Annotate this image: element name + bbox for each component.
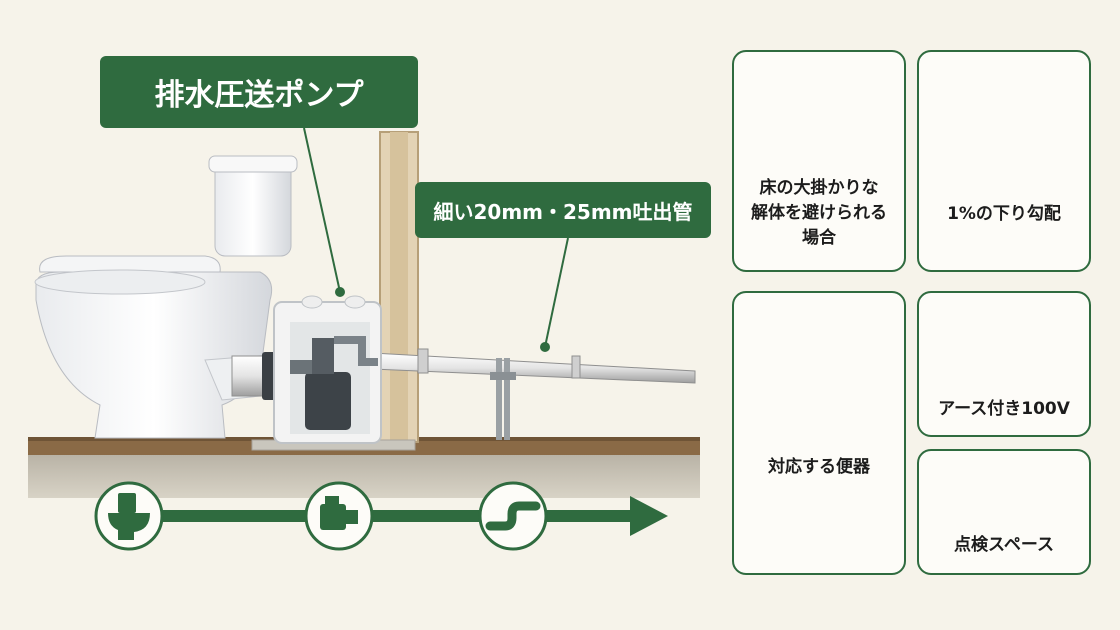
- callout-leaders: [303, 127, 569, 352]
- card-slope: 1%の下り勾配: [917, 50, 1091, 272]
- drainage-pump: [251, 295, 416, 451]
- card-inspection-text: 点検スペース: [954, 535, 1054, 555]
- flow-sequence: [94, 481, 668, 551]
- flow-pipe-icon: [478, 481, 548, 551]
- discharge-pipe: [371, 348, 696, 440]
- pipe-support: [490, 358, 516, 440]
- card-slope-text: 1%の下り勾配: [947, 204, 1061, 224]
- flow-toilet-icon: [94, 481, 164, 551]
- card-outlet: アース付き100V: [917, 291, 1091, 437]
- card-demolition: 床の大掛かりな 解体を避けられる 場合: [732, 50, 906, 272]
- card-inspection: 点検スペース: [917, 449, 1091, 575]
- card-demolition-text: 床の大掛かりな 解体を避けられる 場合: [751, 178, 887, 248]
- wall: [379, 131, 419, 443]
- card-toilet: 対応する便器: [732, 291, 906, 575]
- pump-label: 排水圧送ポンプ: [100, 56, 418, 128]
- card-toilet-text: 対応する便器: [768, 457, 870, 477]
- inlet-connector: [231, 352, 276, 400]
- pipe-label: 細い20mm・25mm吐出管: [415, 182, 711, 238]
- card-outlet-text: アース付き100V: [938, 399, 1070, 419]
- flow-pump-icon: [304, 481, 374, 551]
